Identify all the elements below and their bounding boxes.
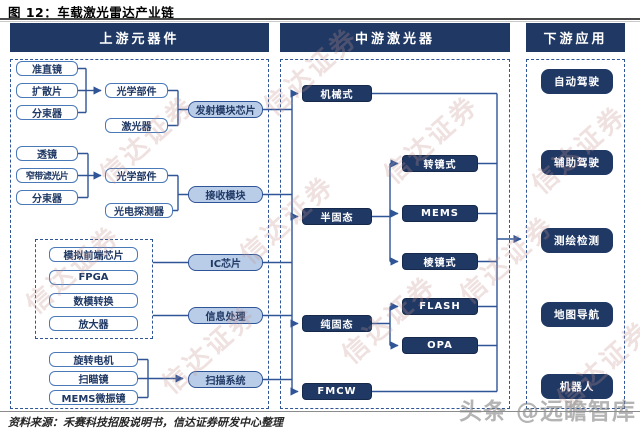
node-surveying-detection: 测绘检测 xyxy=(541,228,613,253)
header-midstream: 中游激光器 xyxy=(280,23,510,52)
node-opa: OPA xyxy=(402,337,478,354)
node-flash: FLASH xyxy=(402,298,478,315)
node-photodetector: 光电探测器 xyxy=(105,203,173,218)
node-map-navigation: 地图导航 xyxy=(541,302,613,327)
node-beam-splitter-1: 分束器 xyxy=(16,105,78,120)
node-optics-module-1: 光学部件 xyxy=(105,83,168,98)
node-robot: 机器人 xyxy=(541,374,613,399)
node-fpga: FPGA xyxy=(49,270,138,285)
node-scan-mirror: 扫瞄镜 xyxy=(49,371,138,386)
node-ic-chip: IC芯片 xyxy=(188,254,263,271)
node-amplifier: 放大器 xyxy=(49,316,138,331)
node-rx-module: 接收模块 xyxy=(188,186,263,203)
frame-midstream xyxy=(280,59,510,409)
node-tx-module-chip: 发射模块芯片 xyxy=(188,101,263,118)
node-narrowband-filter: 窄带滤光片 xyxy=(16,168,78,183)
node-rotating-mirror-type: 转镜式 xyxy=(402,155,478,172)
node-mechanical: 机械式 xyxy=(302,85,372,102)
node-info-processing: 信息处理 xyxy=(188,307,263,324)
node-diffuser: 扩散片 xyxy=(16,83,78,98)
node-dac: 数模转换 xyxy=(49,293,138,308)
frame-ic-group xyxy=(35,239,153,339)
watermark-credit: 头条 @远瞻智库 xyxy=(458,399,636,425)
node-pure-solid: 纯固态 xyxy=(302,315,372,332)
node-autonomous-driving: 自动驾驶 xyxy=(541,69,613,94)
node-lens: 透镜 xyxy=(16,146,78,161)
node-scanning-system: 扫描系统 xyxy=(188,371,263,388)
node-afe-chip: 模拟前端芯片 xyxy=(49,247,138,262)
node-fmcw: FMCW xyxy=(302,383,372,400)
frame-upstream xyxy=(10,59,269,409)
footer-divider xyxy=(0,411,640,412)
title-divider xyxy=(0,18,640,20)
node-collimator: 准直镜 xyxy=(16,61,78,76)
frame-downstream xyxy=(526,59,625,409)
source-note: 资料来源：禾赛科技招股说明书，信达证券研发中心整理 xyxy=(8,416,283,429)
figure-title: 图 12：车载激光雷达产业链 xyxy=(8,5,175,20)
node-rotary-motor: 旋转电机 xyxy=(49,352,138,367)
node-assisted-driving: 辅助驾驶 xyxy=(541,150,613,175)
header-downstream: 下游应用 xyxy=(526,23,625,52)
node-prism-type: 棱镜式 xyxy=(402,253,478,270)
node-beam-splitter-2: 分束器 xyxy=(16,190,78,205)
title-divider-light xyxy=(0,21,640,22)
node-optics-module-2: 光学部件 xyxy=(105,168,168,183)
header-upstream: 上游元器件 xyxy=(10,23,269,52)
node-mems-type: MEMS xyxy=(402,205,478,222)
node-mems-mirror: MEMS微振镜 xyxy=(49,390,138,405)
node-semi-solid: 半固态 xyxy=(302,208,372,225)
node-laser: 激光器 xyxy=(105,118,168,133)
